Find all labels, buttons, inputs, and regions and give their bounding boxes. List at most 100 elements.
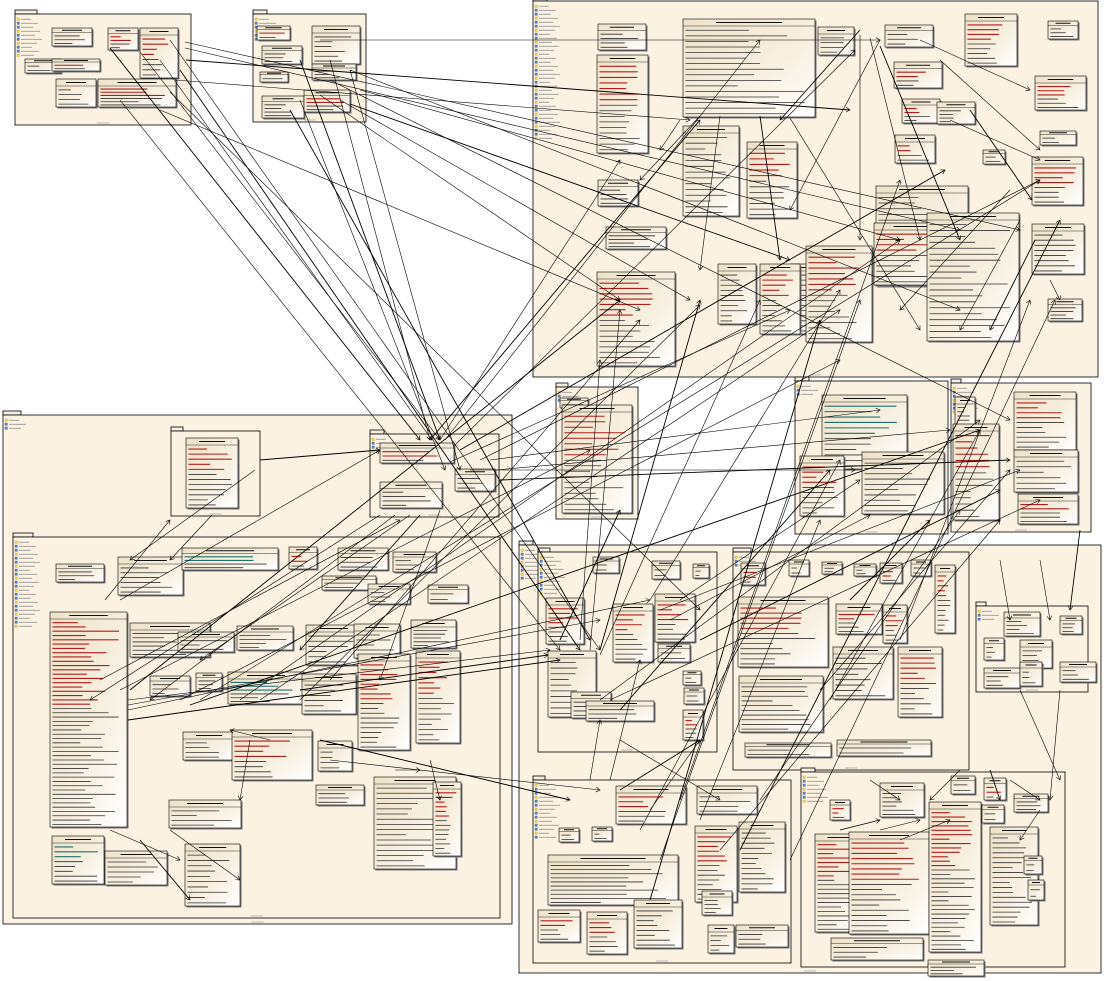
tree-node-icon [539,583,543,587]
association-line [579,359,601,641]
tree-node-icon [14,564,18,568]
arrowhead [850,49,856,55]
association-line [929,769,961,801]
uml-class-box [821,561,844,576]
tree-node-icon [534,116,538,120]
tree-node-icon [952,386,956,390]
arrowhead [635,306,641,311]
association-line [669,514,871,621]
uml-class-box [692,563,711,580]
tree-node-icon [14,556,18,560]
tree-node-icon [534,803,538,807]
tree-node-icon [14,552,18,556]
association-line [109,47,421,441]
uml-class-box [537,909,582,944]
arrowhead [776,255,783,261]
uml-class-box [836,739,933,758]
uml-class-box [1013,793,1050,814]
uml-class-box [612,603,655,664]
uml-class-box [1027,879,1046,902]
arrowhead [959,325,965,331]
association-line [319,739,571,801]
association-line [609,499,1041,701]
association-line [169,514,213,561]
uml-class-box [615,785,688,826]
arrowhead [835,459,841,465]
uml-class-box [848,831,931,936]
tree-node-icon [534,16,538,20]
association-line [449,309,791,463]
uml-class-box [596,271,677,368]
arrowhead [1026,299,1032,305]
arrowhead [989,325,995,331]
arrowhead [785,309,791,314]
association-line [869,779,901,801]
uml-class-box [139,27,180,80]
arrowhead [585,635,591,641]
tree-node-icon [14,568,18,572]
arrowhead [545,647,551,654]
tree-node-icon [534,20,538,24]
uml-class-box [288,546,319,571]
tree-node-icon [952,394,956,398]
tree-node-icon [534,831,538,835]
association-line [989,239,1036,331]
arrowhead [89,695,95,701]
association-line [879,45,961,241]
tree-node-icon [14,612,18,616]
tree-node-icon [16,49,20,53]
tree-node-icon [534,799,538,803]
association-line [659,119,681,151]
arrowhead [1047,795,1053,801]
tree-node-icon [520,560,524,564]
uml-class-box [1023,855,1044,876]
uml-class-box [1019,661,1044,688]
association-line [239,739,251,801]
association-line [239,239,901,701]
arrowhead [456,465,462,471]
association-line [639,459,841,831]
tree-node-icon [534,96,538,100]
tree-node-icon [534,787,538,791]
arrowhead [995,519,1001,525]
tree-node-icon [14,560,18,564]
arrowhead [129,555,135,561]
tree-node-icon [534,48,538,52]
uml-class-box [928,801,983,954]
uml-class-box [454,468,497,493]
association-line [329,759,601,791]
uml-class-box [738,821,787,894]
tree-node-icon [534,88,538,92]
tree-node-icon [14,580,18,584]
arrowhead [1035,156,1041,161]
association-line [349,103,791,261]
tree-node-icon [14,584,18,588]
association-line [779,29,861,121]
uml-class-box [683,687,706,706]
tree-node-icon [539,571,543,575]
tree-node-icon [534,32,538,36]
uml-class-box [1059,661,1098,684]
tree-node-icon [534,68,538,72]
association-line [479,179,1041,461]
tree-node-icon [534,52,538,56]
uml-class-box [884,24,935,49]
uml-class-box [1013,449,1080,494]
arrowhead [696,299,702,305]
association-line [1009,779,1041,801]
arrowhead [585,449,591,455]
association-line [127,649,551,701]
association-line [609,659,641,781]
association-line [739,219,1061,851]
association-line [439,159,621,441]
tree-node-icon [802,783,806,787]
tree-node-icon [534,112,538,116]
arrowhead [956,235,961,241]
uml-class-box [936,101,977,126]
association-line [1069,529,1081,611]
tree-node-icon [534,4,538,8]
uml-class-box [605,226,668,251]
arrowhead [835,359,841,365]
association-line [639,115,701,181]
arrowhead [856,299,862,305]
